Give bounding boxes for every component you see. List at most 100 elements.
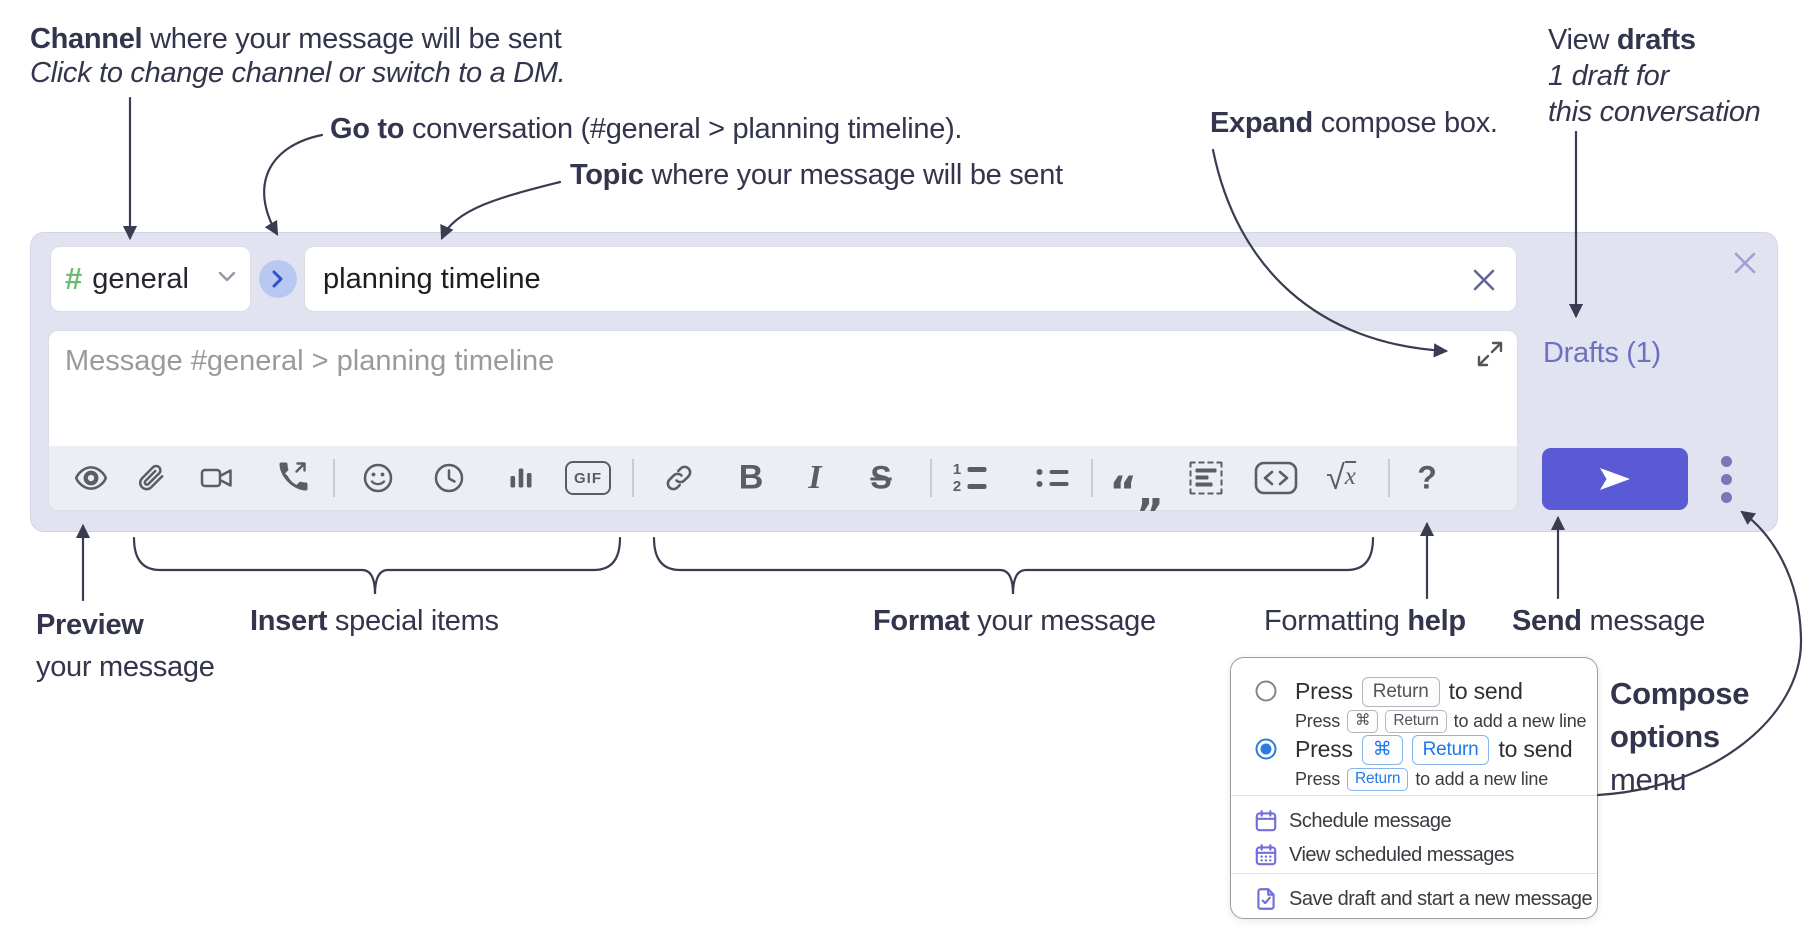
message-box: GIF B I S xyxy=(48,330,1518,516)
return-keycap: Return xyxy=(1347,768,1409,791)
annotation-channel-bold: Channel xyxy=(30,23,143,55)
channel-selector-button[interactable]: # general xyxy=(50,246,251,312)
compose-options-button[interactable] xyxy=(1711,451,1741,507)
option-cmd-return-to-send[interactable]: Press ⌘ Return to send xyxy=(1295,735,1573,765)
math-icon: √ xyxy=(1326,459,1345,497)
clear-topic-icon[interactable] xyxy=(1468,264,1500,296)
toolbar-separator xyxy=(1388,459,1390,497)
chevron-right-icon xyxy=(272,270,283,288)
bold-button[interactable]: B xyxy=(739,459,764,498)
compose-toolbar: GIF B I S xyxy=(49,446,1517,516)
paperclip-icon xyxy=(139,464,164,491)
channel-hash-icon: # xyxy=(65,261,83,296)
annotation-goto: Go to conversation (#general > planning … xyxy=(330,113,963,145)
radio-cmd-return-to-send[interactable] xyxy=(1255,738,1277,760)
menu-divider xyxy=(1231,873,1597,874)
code-button[interactable] xyxy=(1254,461,1298,495)
quote-icon: “„ xyxy=(1109,467,1165,516)
bar-chart-icon xyxy=(510,468,532,488)
expand-compose-icon[interactable] xyxy=(1475,339,1505,369)
calendar-dots-icon xyxy=(1255,844,1277,866)
annotation-compose-options: Compose options menu xyxy=(1610,676,1750,797)
annotation-preview: Preview your message xyxy=(36,609,215,683)
global-time-button[interactable] xyxy=(432,461,466,495)
annotation-formatting-help: Formatting help xyxy=(1264,605,1466,637)
strikethrough-icon: S xyxy=(870,459,892,496)
spoiler-button[interactable] xyxy=(1189,461,1223,495)
radio-return-to-send[interactable] xyxy=(1255,680,1277,702)
toolbar-separator xyxy=(333,459,335,497)
gif-icon: GIF xyxy=(574,469,602,487)
topic-input[interactable] xyxy=(305,262,1516,296)
video-call-button[interactable] xyxy=(199,461,235,495)
formatting-help-button[interactable]: ? xyxy=(1417,460,1437,497)
brace-insert xyxy=(132,536,622,595)
close-compose-icon[interactable] xyxy=(1729,247,1761,279)
ellipsis-icon xyxy=(1720,455,1732,467)
numbered-list-icon: 1 xyxy=(952,462,987,477)
link-button[interactable] xyxy=(662,461,696,495)
compose-options-menu: Press Return to send Press ⌘ Return to a… xyxy=(1230,657,1598,919)
attach-file-button[interactable] xyxy=(134,461,168,495)
phone-call-icon xyxy=(279,462,308,491)
menu-divider xyxy=(1231,795,1597,796)
return-keycap: Return xyxy=(1385,710,1447,733)
preview-button[interactable] xyxy=(73,460,109,496)
spoiler-icon xyxy=(1189,461,1223,495)
quote-button[interactable]: “„ xyxy=(1109,467,1165,516)
annotation-send: Send message xyxy=(1512,605,1706,637)
chevron-down-icon xyxy=(218,270,236,288)
go-to-conversation-button[interactable] xyxy=(259,260,297,298)
annotation-expand: Expand compose box. xyxy=(1210,107,1498,139)
topic-input-box xyxy=(304,246,1517,312)
return-keycap: Return xyxy=(1361,677,1440,707)
send-button[interactable] xyxy=(1542,448,1688,510)
channel-name: general xyxy=(92,262,189,295)
return-keycap: Return xyxy=(1411,735,1490,765)
menu-item-schedule-message[interactable]: Schedule message xyxy=(1231,804,1597,838)
annotation-channel-rest: where your message will be sent xyxy=(142,23,562,55)
annotation-view-drafts: View drafts 1 draft for this conversatio… xyxy=(1548,24,1761,128)
numbered-list-button[interactable]: 1 2 xyxy=(952,462,987,494)
annotation-insert: Insert special items xyxy=(250,605,499,637)
send-plane-icon xyxy=(1600,468,1630,490)
cmd-keycap: ⌘ xyxy=(1361,735,1403,765)
strikethrough-button[interactable]: S xyxy=(870,460,891,497)
option-cmd-return-to-send-sub: Press Return to add a new line xyxy=(1295,768,1549,791)
bulleted-list-icon xyxy=(1034,469,1069,475)
smiley-icon xyxy=(363,463,393,493)
preview-eye-icon xyxy=(74,466,108,490)
voice-call-button[interactable] xyxy=(275,461,309,495)
toolbar-separator xyxy=(930,459,932,497)
menu-item-save-draft[interactable]: Save draft and start a new message xyxy=(1231,882,1597,916)
annotation-format: Format your message xyxy=(873,605,1156,637)
message-input[interactable] xyxy=(63,343,1447,439)
calendar-icon xyxy=(1255,810,1277,832)
connector-goto xyxy=(263,133,324,236)
math-button[interactable]: √ x xyxy=(1326,459,1356,497)
connector-topic xyxy=(440,180,562,240)
code-icon xyxy=(1254,461,1298,495)
menu-item-view-scheduled-messages[interactable]: View scheduled messages xyxy=(1231,838,1597,872)
toolbar-separator xyxy=(1091,459,1093,497)
italic-icon: I xyxy=(808,459,822,496)
gif-button[interactable]: GIF xyxy=(565,461,611,495)
bold-icon: B xyxy=(738,458,764,497)
brace-format xyxy=(652,536,1375,595)
clock-icon xyxy=(434,463,464,493)
italic-button[interactable]: I xyxy=(808,459,821,497)
drafts-link[interactable]: Drafts (1) xyxy=(1543,337,1661,369)
save-draft-icon xyxy=(1257,888,1275,910)
annotation-channel: Channel where your message will be sent … xyxy=(30,22,566,90)
bulleted-list-button[interactable] xyxy=(1034,469,1069,487)
cmd-keycap: ⌘ xyxy=(1347,710,1379,733)
link-icon xyxy=(666,465,692,491)
compose-box: # general xyxy=(30,232,1778,532)
emoji-button[interactable] xyxy=(361,461,395,495)
annotation-topic: Topic where your message will be sent xyxy=(570,159,1063,191)
question-mark-icon: ? xyxy=(1417,459,1437,496)
option-return-to-send[interactable]: Press Return to send xyxy=(1295,677,1523,707)
video-camera-icon xyxy=(200,468,232,488)
poll-button[interactable] xyxy=(504,461,538,495)
